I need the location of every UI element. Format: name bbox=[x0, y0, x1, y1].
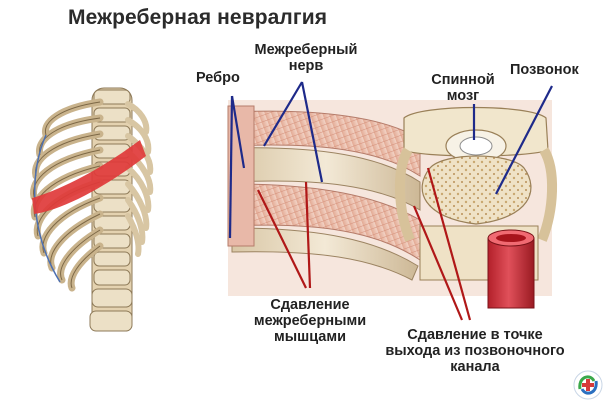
label-exit-line-1: Сдавление в точке bbox=[407, 327, 543, 343]
label-exit-line-3: канала bbox=[450, 359, 500, 375]
label-vertebra-text: Позвонок bbox=[510, 62, 579, 78]
label-exit-compression: Сдавление в точке выхода из позвоночного… bbox=[362, 327, 588, 375]
site-logo-icon bbox=[573, 370, 603, 400]
label-cord-line-1: Спинной bbox=[431, 72, 495, 88]
label-muscle-line-3: мышцами bbox=[274, 329, 346, 345]
label-rib: Ребро bbox=[196, 70, 240, 86]
label-vertebra: Позвонок bbox=[510, 62, 579, 78]
label-cord-line-2: мозг bbox=[446, 88, 480, 104]
label-spinal-cord: Спинной мозг bbox=[428, 72, 498, 104]
vessel-tube bbox=[487, 229, 535, 309]
compression-pointers bbox=[257, 167, 472, 321]
spine-column bbox=[89, 87, 133, 332]
label-muscle-line-1: Сдавление bbox=[270, 297, 350, 313]
ribcage-illustration bbox=[30, 87, 154, 332]
label-rib-text: Ребро bbox=[196, 70, 240, 86]
ribs-right bbox=[125, 101, 154, 257]
cross-section-illustration bbox=[227, 81, 557, 321]
label-nerve-line-1: Межреберный bbox=[254, 42, 358, 58]
label-intercostal-nerve: Межреберный нерв bbox=[250, 42, 362, 74]
label-exit-line-2: выхода из позвоночного bbox=[385, 343, 565, 359]
label-nerve-line-2: нерв bbox=[288, 58, 324, 74]
label-muscle-line-2: межреберными bbox=[253, 313, 367, 329]
label-muscle-compression: Сдавление межреберными мышцами bbox=[240, 297, 380, 345]
pain-band bbox=[32, 140, 146, 214]
page-title: Межреберная невралгия bbox=[68, 6, 328, 29]
nerve-pointers bbox=[228, 81, 553, 239]
